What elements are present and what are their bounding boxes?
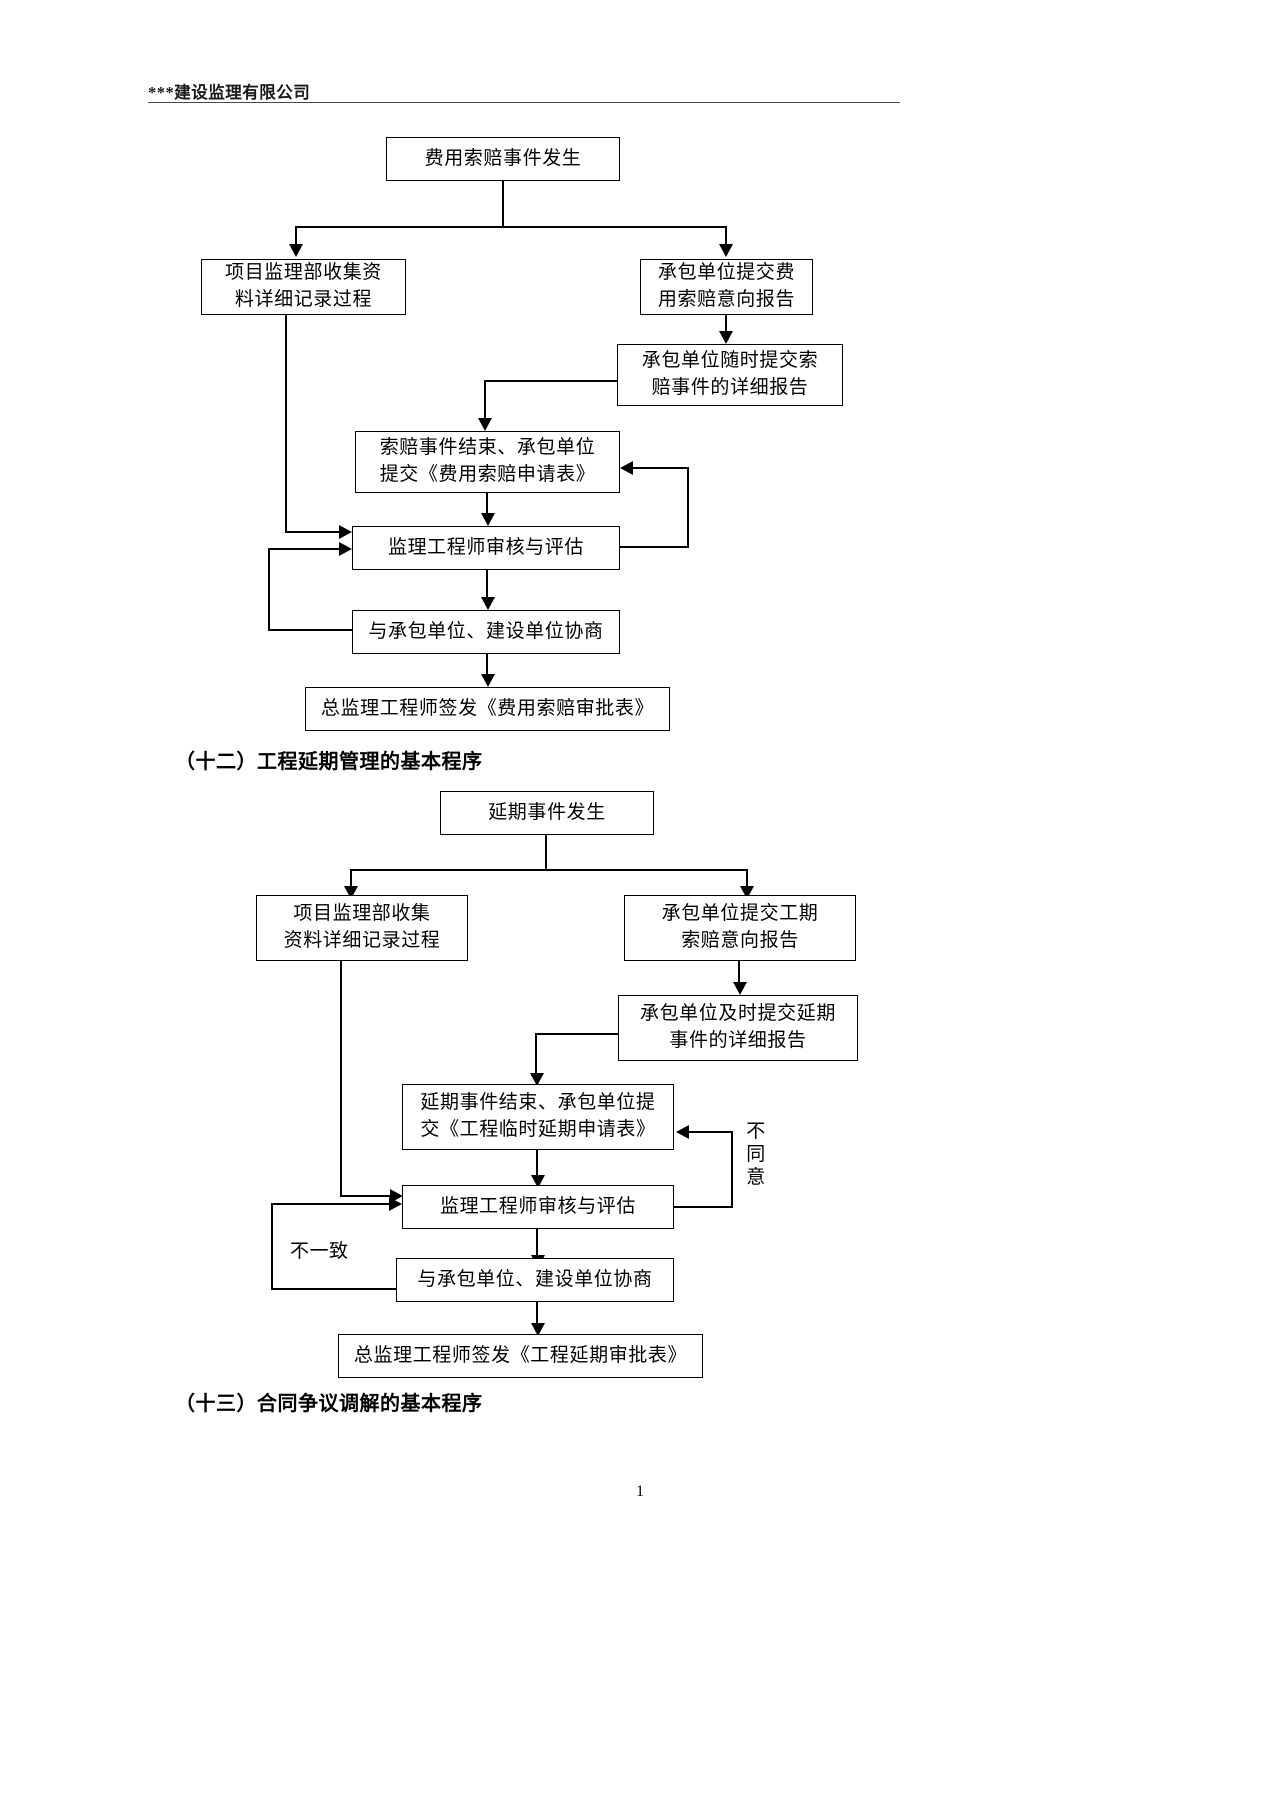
arrow-e4-to-e5	[529, 1073, 544, 1086]
arrow-c5-to-c6	[480, 513, 495, 526]
edge-c1-down	[501, 181, 505, 228]
edge-c3-to-c4	[725, 315, 728, 333]
section-heading-12: （十二）工程延期管理的基本程序	[175, 751, 483, 773]
flow-node-c6: 监理工程师审核与评估	[352, 526, 620, 570]
flow-node-c8: 总监理工程师签发《费用索赔审批表》	[305, 687, 670, 731]
section-heading-13: （十三）合同争议调解的基本程序	[175, 1393, 483, 1415]
arrow-c7-to-c6	[339, 541, 352, 556]
edge-label-inconsistent: 不一致	[290, 1241, 349, 1262]
edge-c4-to-c5-horizontal	[484, 380, 619, 383]
arrow-e7-to-e8	[530, 1323, 545, 1336]
edge-e6-to-e5-vertical	[731, 1131, 734, 1208]
edge-c1-right-branch	[725, 226, 728, 246]
edge-c7-to-c8	[486, 654, 489, 676]
edge-e6-to-e5-top	[686, 1131, 733, 1134]
edge-c2-to-c6-horizontal	[285, 531, 341, 534]
arrow-e6-to-e5	[676, 1124, 689, 1139]
flow-node-e4: 承包单位及时提交延期 事件的详细报告	[618, 995, 858, 1061]
page-header-company: ***建设监理有限公司	[148, 83, 311, 102]
page-number: 1	[636, 1483, 644, 1500]
edge-e7-to-e6-bottom	[271, 1288, 398, 1291]
edge-e2-to-e6-horizontal	[340, 1195, 392, 1198]
edge-c6-to-c5-bottom	[560, 546, 689, 549]
arrow-c1-to-c2	[289, 244, 303, 257]
header-divider	[148, 102, 900, 103]
edge-c6-to-c7	[486, 570, 489, 599]
arrow-c2-to-c6	[339, 524, 352, 539]
edge-e4-to-e5-horizontal	[535, 1033, 620, 1036]
edge-e6-to-e5-bottom	[674, 1206, 733, 1209]
edge-e4-to-e5-vertical	[535, 1033, 538, 1075]
edge-c7-to-c6-bottom	[268, 629, 354, 632]
edge-e5-to-e6	[536, 1150, 539, 1177]
edge-e7-to-e6-vertical	[271, 1203, 274, 1290]
flow-node-e8: 总监理工程师签发《工程延期审批表》	[338, 1334, 703, 1378]
edge-c1-split-horizontal	[295, 226, 727, 229]
arrow-e7-to-e6	[389, 1196, 402, 1211]
edge-c2-to-c6-vertical	[285, 315, 288, 533]
edge-e1-split-horizontal	[350, 869, 748, 872]
flow-node-e7: 与承包单位、建设单位协商	[396, 1258, 674, 1302]
edge-e3-to-e4	[738, 961, 741, 984]
edge-e1-down	[545, 835, 548, 871]
edge-c4-to-c5-vertical	[484, 380, 487, 420]
edge-e6-to-e7	[536, 1229, 539, 1257]
edge-c7-to-c6-top	[268, 548, 341, 551]
edge-c1-left-branch	[295, 226, 298, 246]
arrow-e5-to-e6	[530, 1175, 545, 1188]
edge-c6-to-c5-right-vertical	[687, 467, 690, 548]
arrow-c6-to-c5	[620, 460, 633, 475]
arrow-c6-to-c7	[480, 597, 495, 610]
arrow-c1-to-c3	[719, 244, 733, 257]
edge-e7-to-e8	[536, 1302, 539, 1325]
edge-c6-to-c5-top	[630, 467, 689, 470]
edge-label-disagree: 不同意	[746, 1121, 766, 1189]
flow-node-e2: 项目监理部收集 资料详细记录过程	[256, 895, 468, 961]
arrow-c4-to-c5	[478, 418, 492, 431]
flow-node-c5: 索赔事件结束、承包单位 提交《费用索赔申请表》	[355, 431, 620, 493]
edge-c7-to-c6-vertical	[268, 548, 271, 631]
edge-e1-left-branch	[350, 869, 353, 888]
flow-node-c7: 与承包单位、建设单位协商	[352, 610, 620, 654]
edge-e2-to-e6-vertical	[340, 961, 343, 1197]
arrow-c7-to-c8	[480, 674, 495, 687]
flow-node-c1: 费用索赔事件发生	[386, 137, 620, 181]
flow-node-c2: 项目监理部收集资 料详细记录过程	[201, 259, 406, 315]
edge-e1-right-branch	[745, 869, 748, 888]
flow-node-c3: 承包单位提交费 用索赔意向报告	[640, 259, 813, 315]
arrow-c3-to-c4	[719, 331, 733, 344]
flow-node-e1: 延期事件发生	[440, 791, 654, 835]
flow-node-c4: 承包单位随时提交索 赔事件的详细报告	[617, 344, 843, 406]
flow-node-e5: 延期事件结束、承包单位提 交《工程临时延期申请表》	[402, 1084, 674, 1150]
edge-e7-to-e6-top	[271, 1203, 391, 1206]
edge-c5-to-c6	[486, 493, 489, 515]
arrow-e3-to-e4	[732, 982, 747, 995]
flow-node-e6: 监理工程师审核与评估	[402, 1185, 674, 1229]
flow-node-e3: 承包单位提交工期 索赔意向报告	[624, 895, 856, 961]
